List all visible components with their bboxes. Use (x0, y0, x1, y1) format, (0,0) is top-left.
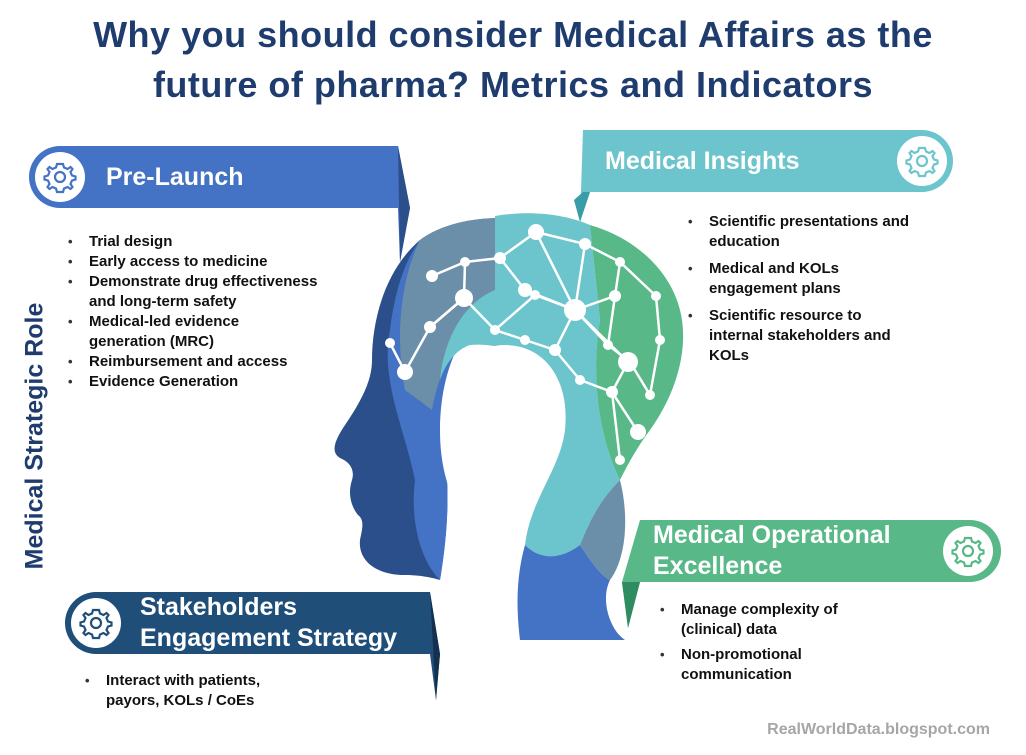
gear-icon (905, 146, 939, 178)
neural-nodes (385, 224, 665, 465)
list-item-line: Medical-led evidence (89, 313, 240, 330)
pre-launch-banner (29, 146, 410, 262)
list-item-line: Evidence Generation (89, 373, 239, 390)
list-item: Scientific resource to internal stakehold… (688, 306, 958, 366)
operational-title-line-1: Medical Operational (653, 521, 891, 549)
title-line-1: Why you should consider Medical Affairs … (93, 14, 933, 55)
list-item: Evidence Generation (68, 372, 358, 392)
list-item-line: and long-term safety (89, 293, 237, 310)
list-item-line: Early access to medicine (89, 253, 268, 270)
stakeholders-title-line-1: Stakeholders (140, 593, 298, 621)
list-item-line: engagement plans (709, 280, 841, 297)
list-item: Scientific presentations and education (688, 212, 958, 252)
head-silhouette (334, 213, 684, 640)
list-item-line: education (709, 233, 780, 250)
list-item-line: Demonstrate drug effectiveness (89, 273, 318, 290)
list-item-line: Manage complexity of (681, 601, 838, 618)
medical-insights-banner-fold (574, 192, 590, 222)
stakeholders-list: Interact with patients, payors, KOLs / Co… (85, 671, 315, 711)
list-item-line: Reimbursement and access (89, 353, 288, 370)
operational-banner (622, 520, 1001, 628)
list-item-line: communication (681, 666, 792, 683)
list-item-line: internal stakeholders and (709, 327, 891, 344)
list-item: Manage complexity of (clinical) data (660, 600, 900, 640)
list-item: Medical and KOLs engagement plans (688, 259, 958, 299)
gear-icon (43, 162, 77, 194)
stakeholders-title-line-2: Engagement Strategy (140, 624, 398, 652)
stakeholders-banner (65, 592, 440, 700)
list-item: Non-promotional communication (660, 645, 900, 685)
medical-insights-title: Medical Insights (605, 147, 800, 175)
gear-icon (951, 536, 985, 568)
operational-title-line-2: Excellence (653, 552, 783, 580)
page-title: Why you should consider Medical Affairs … (0, 10, 1026, 110)
medical-strategic-role-label: Medical Strategic Role (20, 302, 49, 570)
list-item: Medical-led evidence generation (MRC) (68, 312, 358, 352)
list-item: Trial design (68, 232, 358, 252)
list-item-line: Interact with patients, (106, 672, 261, 689)
list-item-line: KOLs (709, 347, 750, 364)
operational-banner-fold (622, 582, 640, 628)
list-item-line: payors, KOLs / CoEs (106, 692, 255, 709)
list-item-line: Trial design (89, 233, 173, 250)
footer-source: RealWorldData.blogspot.com (767, 721, 990, 738)
list-item: Demonstrate drug effectiveness and long-t… (68, 272, 358, 312)
gear-icon (79, 608, 113, 640)
list-item: Interact with patients, payors, KOLs / Co… (85, 671, 315, 711)
list-item-line: Non-promotional (681, 646, 802, 663)
stakeholders-banner-fold (430, 592, 440, 700)
operational-excellence-title: Medical Operational Excellence (653, 520, 891, 582)
list-item: Reimbursement and access (68, 352, 358, 372)
list-item-line: Medical and KOLs (709, 260, 840, 277)
list-item: Early access to medicine (68, 252, 358, 272)
list-item-line: Scientific resource to (709, 307, 862, 324)
medical-insights-banner (580, 130, 953, 222)
pre-launch-banner-fold (398, 146, 410, 262)
list-item-line: (clinical) data (681, 621, 777, 638)
pre-launch-title: Pre-Launch (106, 163, 244, 191)
list-item-line: Scientific presentations and (709, 213, 910, 230)
pre-launch-list: Trial designEarly access to medicineDemo… (68, 232, 358, 392)
title-line-2: future of pharma? Metrics and Indicators (152, 64, 874, 105)
medical-insights-list: Scientific presentations and educationMed… (688, 212, 958, 366)
operational-excellence-list: Manage complexity of (clinical) dataNon-p… (660, 600, 900, 685)
list-item-line: generation (MRC) (89, 333, 214, 350)
stakeholders-title: Stakeholders Engagement Strategy (140, 592, 397, 654)
